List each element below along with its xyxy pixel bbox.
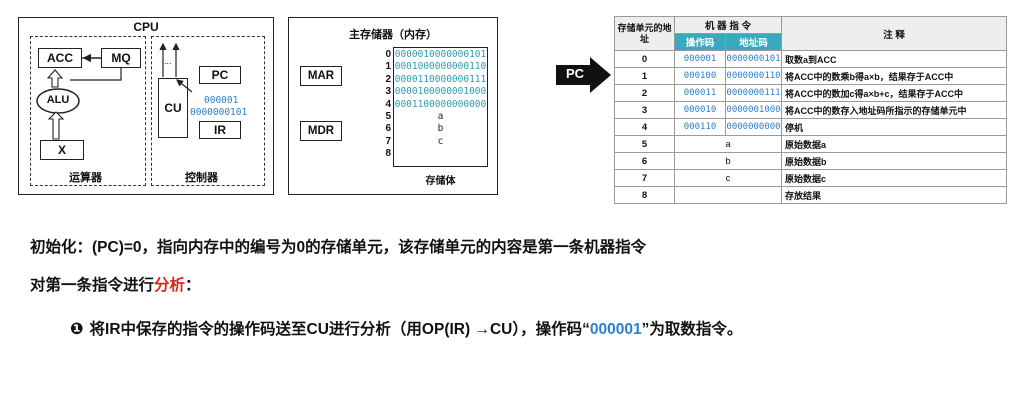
memory-cell: 0000110000000111 (394, 73, 487, 85)
row-note: 将ACC中的数存入地址码所指示的存储单元中 (781, 101, 1007, 119)
row-note: 原始数据c (781, 169, 1007, 187)
init-text: 初始化：(PC)=0，指向内存中的编号为0的存储单元，该存储单元的内容是第一条机… (30, 239, 647, 256)
controller-region (151, 36, 265, 186)
step-one-post: ”为取数指令。 (641, 321, 743, 338)
row-address: 8 (614, 186, 675, 204)
row-note: 原始数据a (781, 135, 1007, 153)
acc-register: ACC (38, 48, 82, 68)
memory-address: 6 (385, 123, 391, 135)
cpu-title: CPU (133, 20, 159, 34)
alu-label: ALU (46, 94, 70, 106)
row-opcode: 000011 (674, 84, 726, 102)
row-addrcode: 0000000101 (724, 50, 783, 68)
analysis-heading-post: ： (185, 277, 201, 294)
memory-cell: 0001000000000110 (394, 61, 487, 73)
memory-cell: a (437, 111, 444, 122)
row-note: 原始数据b (781, 152, 1007, 170)
analysis-emphasis: 分析 (154, 277, 186, 294)
row-opcode: 000100 (674, 67, 726, 85)
row-address: 5 (614, 135, 675, 153)
memory-address: 8 (385, 148, 391, 160)
row-note: 停机 (781, 118, 1007, 136)
memory-address: 0 (385, 49, 391, 60)
row-opcode: 000010 (674, 101, 726, 119)
memory-address: 5 (385, 111, 391, 122)
cu-ellipsis: ... (164, 56, 172, 66)
step-one-text: ❶ 将IR中保存的指令的操作码送至CU进行分析（用OP(IR) →CU），操作码“… (70, 317, 742, 339)
row-address: 6 (614, 152, 675, 170)
row-data: b (673, 152, 783, 170)
bullet-icon: ❶ (70, 321, 84, 338)
table-row: 8 存放结果 (614, 186, 1007, 204)
memory-cell: 0001100000000000 (394, 98, 487, 110)
mq-register: MQ (101, 48, 141, 68)
row-note: 将ACC中的数加c得a×b+c，结果存于ACC中 (781, 84, 1007, 102)
row-addrcode: 0000000110 (724, 67, 783, 85)
memory-body (393, 47, 488, 167)
row-addrcode: 0000001000 (724, 101, 783, 119)
header-opcode: 操作码 (674, 33, 726, 51)
pc-arrow-label: PC (566, 66, 585, 81)
memory-body-label: 存储体 (425, 176, 456, 187)
memory-address: 1 (385, 61, 391, 73)
row-addrcode: 0000000111 (724, 84, 783, 102)
memory-address: 4 (385, 98, 391, 110)
memory-address: 3 (385, 86, 391, 98)
memory-address: 2 (385, 73, 391, 85)
row-address: 7 (614, 169, 675, 187)
row-address: 3 (614, 101, 675, 119)
row-address: 2 (614, 84, 675, 102)
header-note: 注 释 (781, 16, 1007, 51)
cu-unit: CU (158, 78, 188, 138)
pc-arrow (556, 57, 611, 93)
analysis-heading-pre: 对第一条指令进行 (30, 277, 155, 294)
analysis-heading: 对第一条指令进行分析： (30, 273, 201, 295)
header-instruction: 机 器 指 令 (673, 16, 783, 34)
row-opcode: 000110 (674, 118, 726, 136)
row-note: 存放结果 (781, 186, 1007, 204)
header-addrcode: 地址码 (724, 33, 783, 51)
row-note: 取数a到ACC (781, 50, 1007, 68)
pc-register: PC (199, 66, 241, 84)
memory-title: 主存储器（内存） (349, 29, 437, 41)
row-addrcode: 0000000000 (724, 118, 783, 136)
step-one-opcode: 000001 (589, 321, 642, 338)
row-address: 1 (614, 67, 675, 85)
mdr-register: MDR (300, 121, 342, 141)
mar-register: MAR (300, 66, 342, 86)
row-data: a (673, 135, 783, 153)
ir-register: IR (199, 121, 241, 139)
row-address: 4 (614, 118, 675, 136)
cpu-connectors (36, 42, 193, 140)
memory-address: 7 (385, 135, 391, 147)
row-data: c (673, 169, 783, 187)
row-data (673, 186, 783, 204)
x-register: X (40, 140, 84, 160)
controller-region-label: 控制器 (185, 172, 218, 184)
row-address: 0 (614, 50, 675, 68)
memory-cell: 0000010000000101 (394, 49, 487, 60)
alu-region-label: 运算器 (69, 172, 102, 184)
cu-address-value: 0000000101 (190, 107, 248, 118)
memory-cell: b (437, 123, 444, 135)
memory-cell: c (437, 135, 444, 147)
alu-unit (36, 88, 80, 114)
step-one-pre: 将IR中保存的指令的操作码送至CU进行分析（用OP(IR) →CU），操作码“ (89, 321, 590, 338)
row-opcode: 000001 (674, 50, 726, 68)
cu-opcode-value: 000001 (204, 95, 239, 106)
row-note: 将ACC中的数乘b得a×b，结果存于ACC中 (781, 67, 1007, 85)
header-address: 存储单元的地址 (614, 16, 675, 51)
memory-cell: 0000100000001000 (394, 86, 487, 98)
alu-region (30, 36, 146, 186)
